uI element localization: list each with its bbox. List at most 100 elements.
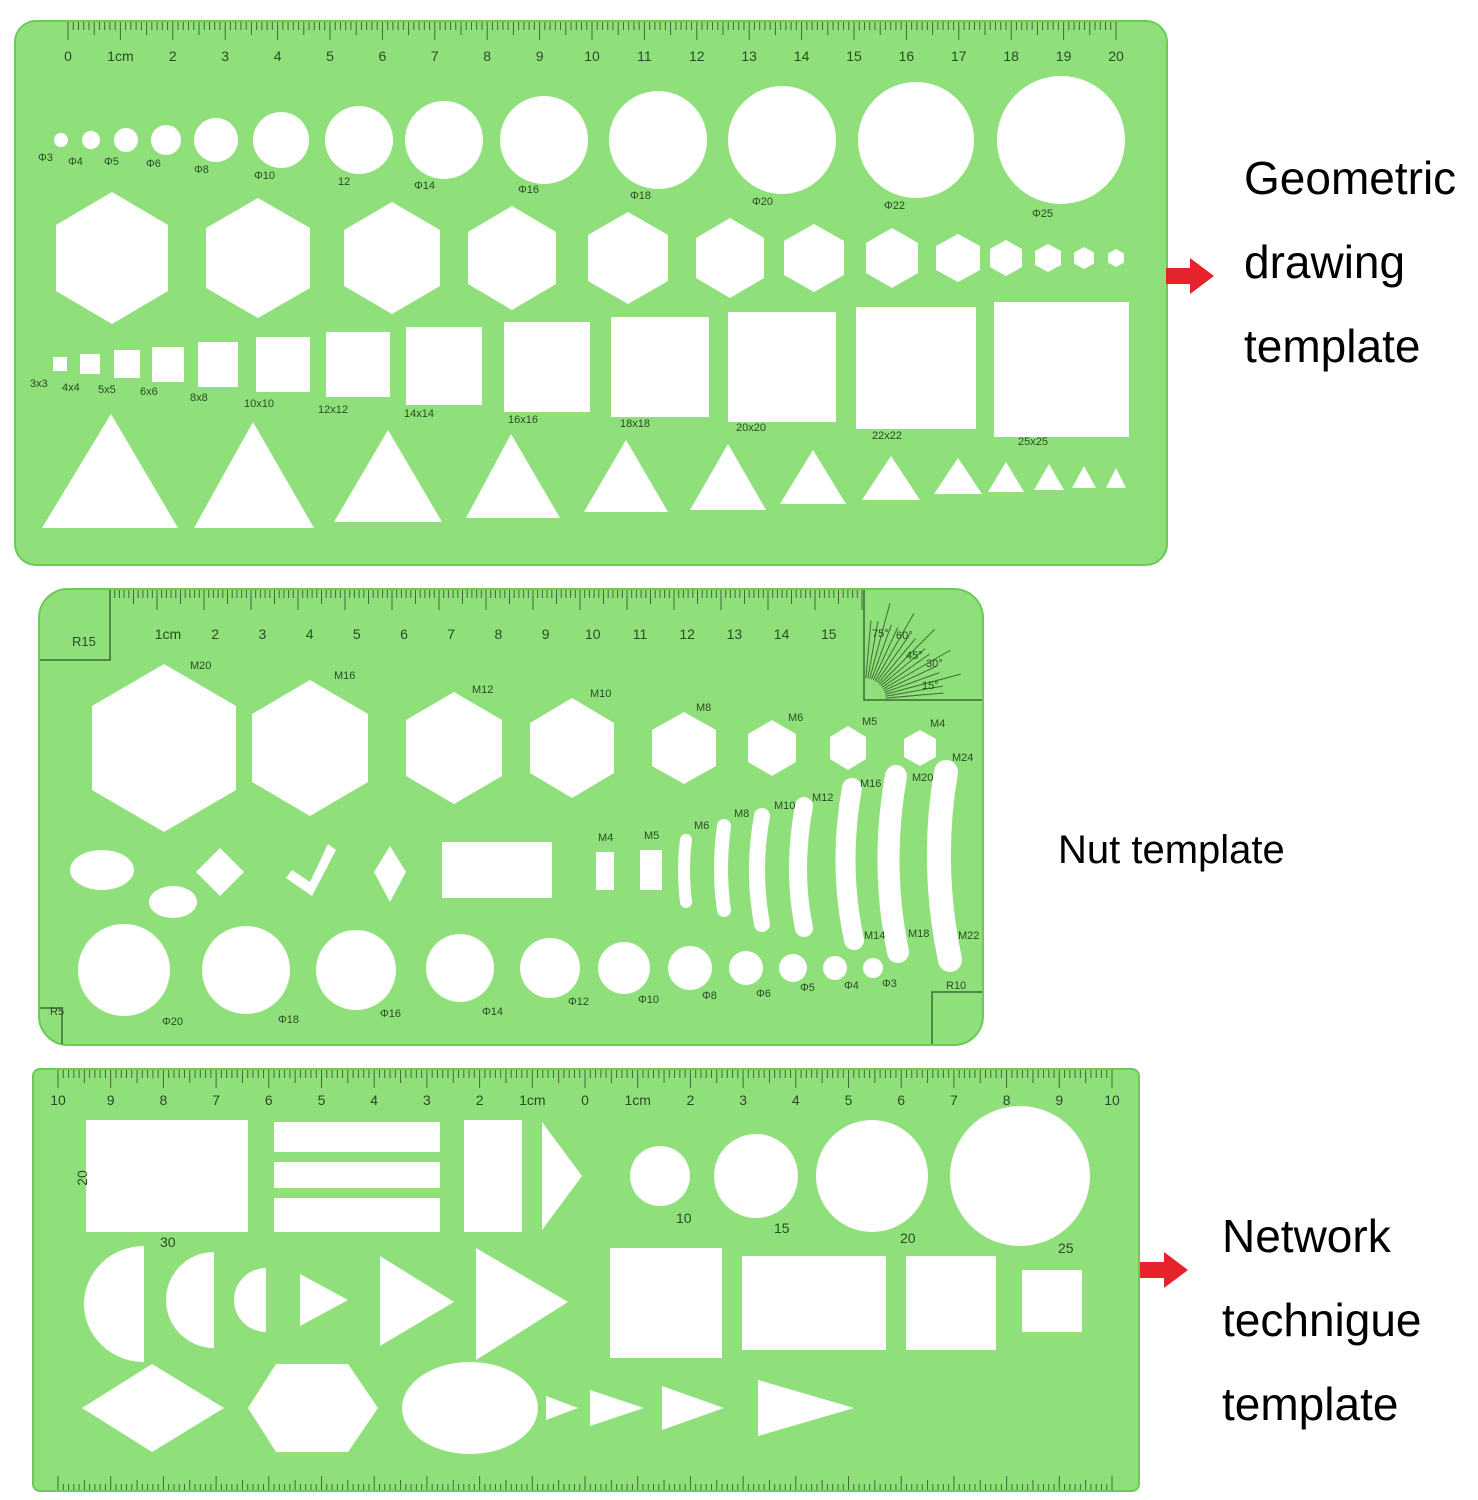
geometric-template-shapes xyxy=(42,22,1129,528)
square-cutout xyxy=(1022,1270,1082,1332)
scale-label: 0 xyxy=(581,1092,589,1108)
scale-label: 8 xyxy=(159,1092,168,1108)
scale-label: M12 xyxy=(812,792,834,804)
half-circle-cutout xyxy=(84,1246,144,1362)
scale-label: 2 xyxy=(168,48,177,64)
circle-cutout xyxy=(202,926,290,1014)
scale-label: 6 xyxy=(897,1092,906,1108)
scale-label: 7 xyxy=(949,1092,958,1108)
scale-label: M6 xyxy=(694,820,710,832)
triangle-cutout xyxy=(1072,466,1096,488)
scale-label: 9 xyxy=(535,48,544,64)
scale-label: 18 xyxy=(1003,48,1019,64)
scale-label: 11 xyxy=(632,626,648,642)
hexagon-cutout xyxy=(866,228,918,288)
square-cutout xyxy=(728,312,836,422)
circle-cutout xyxy=(500,96,588,184)
square-cutout xyxy=(152,347,184,382)
scale-label: 3 xyxy=(258,626,267,642)
curved-slot-cutout xyxy=(926,760,962,972)
scale-label: Φ6 xyxy=(146,158,161,170)
circle-cutout xyxy=(630,1146,690,1206)
scale-label: 14 xyxy=(773,626,790,642)
scale-label: 20x20 xyxy=(736,422,766,434)
triangle-cutout xyxy=(194,422,314,528)
square-cutout xyxy=(611,317,709,417)
scale-label: M6 xyxy=(788,712,804,724)
protractor-line xyxy=(877,638,916,684)
scale-label: 15 xyxy=(821,626,837,642)
scale-label: 11 xyxy=(637,48,652,64)
scale-label: 5 xyxy=(326,48,334,64)
corner-label: R15 xyxy=(72,634,96,649)
circle-cutout xyxy=(997,76,1125,204)
rectangle-cutout xyxy=(742,1256,886,1350)
corner-label: R5 xyxy=(50,1006,65,1018)
scale-label: 20 xyxy=(1108,48,1124,64)
scale-label: 16x16 xyxy=(508,414,538,426)
scale-label: 7 xyxy=(212,1092,220,1108)
side-label: 20 xyxy=(73,1170,90,1186)
scale-label: M22 xyxy=(958,930,980,942)
bar-cutout xyxy=(274,1122,440,1152)
scale-label: 6 xyxy=(400,626,408,642)
square-cutout xyxy=(326,332,390,397)
square-cutout xyxy=(610,1248,722,1358)
scale-label: 25x25 xyxy=(1018,436,1048,448)
network-template-shapes xyxy=(57,1070,1113,1490)
scale-label: Φ25 xyxy=(1032,208,1054,220)
scale-label: 20 xyxy=(900,1230,916,1246)
protractor-line xyxy=(880,648,926,687)
scale-label: 7 xyxy=(430,48,439,64)
nut-template-shapes xyxy=(40,590,982,1044)
circle-cutout xyxy=(151,125,181,155)
scale-label: M8 xyxy=(734,808,750,820)
scale-label: Φ5 xyxy=(104,156,119,168)
circle-cutout xyxy=(253,112,309,168)
scale-label: Φ4 xyxy=(68,156,83,168)
scale-label: 13 xyxy=(726,626,743,642)
scale-label: 10 xyxy=(50,1092,66,1108)
scale-label: M4 xyxy=(598,832,614,844)
rectangle-cutout xyxy=(442,842,552,898)
scale-label: 4 xyxy=(305,626,314,642)
circle-cutout xyxy=(714,1134,798,1218)
scale-label: 30° xyxy=(926,658,943,670)
bar-cutout xyxy=(274,1162,440,1188)
scale-label: 12 xyxy=(679,626,695,642)
protractor-line xyxy=(865,620,872,679)
circle-cutout xyxy=(729,951,763,985)
scale-label: Φ14 xyxy=(482,1006,504,1018)
caption-line: drawing xyxy=(1244,236,1406,288)
square-cutout xyxy=(80,354,100,374)
scale-label: Φ3 xyxy=(38,152,53,164)
scale-label: 10x10 xyxy=(244,398,274,410)
rectangle-cutout xyxy=(464,1120,522,1232)
protractor-line xyxy=(867,621,879,679)
hexagon-cutout xyxy=(588,212,668,304)
square-cutout xyxy=(114,350,140,378)
scale-label: 10 xyxy=(585,626,601,642)
oval-cutout xyxy=(149,886,197,918)
scale-label: 15° xyxy=(922,680,939,692)
caption-line: Geometric xyxy=(1244,152,1457,204)
hexagon-cutout xyxy=(206,198,310,318)
corner-label: R10 xyxy=(946,980,967,992)
hexagon-cutout xyxy=(1108,249,1124,267)
scale-label: 6 xyxy=(264,1092,273,1108)
triangle-cutout xyxy=(300,1274,348,1326)
scale-label: 8 xyxy=(494,626,503,642)
circle-cutout xyxy=(54,133,68,147)
circle-cutout xyxy=(863,958,883,978)
scale-label: 5 xyxy=(317,1092,326,1108)
scale-label: Φ6 xyxy=(756,988,771,1000)
scale-label: 7 xyxy=(447,626,456,642)
scale-label: 10 xyxy=(584,48,600,64)
scale-label: 19 xyxy=(1055,48,1072,64)
hexagon-cutout xyxy=(92,664,236,832)
geometric-caption: Geometric drawing template xyxy=(1244,136,1456,388)
curved-slot-cutout xyxy=(835,778,864,950)
caption-line: technigue xyxy=(1222,1294,1422,1346)
scale-label: Φ5 xyxy=(800,982,815,994)
